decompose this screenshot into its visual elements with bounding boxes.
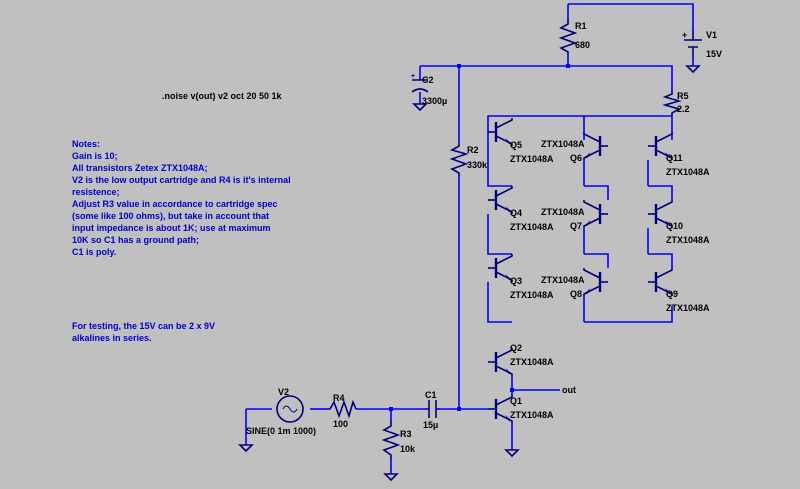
transistor-model: ZTX1048A <box>510 410 554 420</box>
transistor-q7[interactable]: Q7 ZTX1048A <box>541 200 608 231</box>
transistor-name: Q10 <box>666 221 683 231</box>
c2-name: C2 <box>422 75 434 85</box>
r3-name: R3 <box>400 429 412 439</box>
r4-resistor[interactable] <box>326 399 357 419</box>
note-line: 10K so C1 has a ground path; <box>72 235 199 245</box>
notes-block: Notes: Gain is 10; All transistors Zetex Z… <box>72 139 291 257</box>
transistor-model: ZTX1048A <box>666 303 710 313</box>
note-line: C1 is poly. <box>72 247 116 257</box>
r5-value: 2.2 <box>677 104 690 114</box>
r4-value: 100 <box>333 419 348 429</box>
v2-value: SINE(0 1m 1000) <box>246 426 316 436</box>
transistor-name: Q9 <box>666 289 678 299</box>
v2-sine-source[interactable] <box>276 395 304 423</box>
test-note-line: For testing, the 15V can be 2 x 9V <box>72 321 215 331</box>
noise-directive[interactable]: .noise v(out) v2 oct 20 50 1k <box>162 91 283 101</box>
r3-value: 10k <box>400 444 416 454</box>
r1-resistor[interactable] <box>558 18 578 54</box>
note-line: V2 is the low output cartridge and R4 is… <box>72 175 291 185</box>
v1-plus-sign: + <box>682 30 687 40</box>
c1-name: C1 <box>425 390 437 400</box>
note-line: Adjust R3 value in accordance to cartrid… <box>72 199 278 209</box>
note-line: resistence; <box>72 187 120 197</box>
transistor-model: ZTX1048A <box>666 167 710 177</box>
note-line: Notes: <box>72 139 100 149</box>
transistor-model: ZTX1048A <box>510 154 554 164</box>
transistor-model: ZTX1048A <box>510 290 554 300</box>
c2-capacitor[interactable]: + <box>411 73 429 95</box>
out-net-label: out <box>562 385 576 395</box>
v1-battery[interactable]: + <box>682 30 702 58</box>
r2-name: R2 <box>467 145 479 155</box>
transistor-model: ZTX1048A <box>510 357 554 367</box>
transistor-name: Q11 <box>666 153 683 163</box>
ground-symbols <box>238 65 701 482</box>
r2-value: 330k <box>467 160 488 170</box>
transistor-name: Q8 <box>570 289 582 299</box>
r2-resistor[interactable] <box>449 143 469 176</box>
c1-value: 15µ <box>423 420 438 430</box>
r5-resistor[interactable] <box>662 90 682 116</box>
transistor-group: Q1ZTX1048AQ2ZTX1048AQ3ZTX1048AQ4ZTX1048A… <box>488 118 710 423</box>
transistor-model: ZTX1048A <box>666 235 710 245</box>
r4-name: R4 <box>333 393 345 403</box>
r3-resistor[interactable] <box>381 420 401 460</box>
transistor-name: Q2 <box>510 343 522 353</box>
r1-value: 680 <box>575 40 590 50</box>
transistor-q8[interactable]: Q8 ZTX1048A <box>541 268 608 299</box>
test-note-line: alkalines in series. <box>72 333 152 343</box>
transistor-model: ZTX1048A <box>510 222 554 232</box>
v1-name: V1 <box>706 30 717 40</box>
transistor-name: Q3 <box>510 276 522 286</box>
transistor-name: Q1 <box>510 396 522 406</box>
transistor-model: ZTX1048A <box>541 139 585 149</box>
wires <box>245 3 694 474</box>
transistor-model: ZTX1048A <box>541 275 585 285</box>
transistor-name: Q4 <box>510 208 522 218</box>
c2-polarity-mark: + <box>411 73 415 80</box>
c2-value: 3300µ <box>422 96 447 106</box>
v2-name: V2 <box>278 387 289 397</box>
v1-value: 15V <box>706 49 722 59</box>
junctions <box>389 64 570 411</box>
transistor-model: ZTX1048A <box>541 207 585 217</box>
note-line: All transistors Zetex ZTX1048A; <box>72 163 208 173</box>
note-line: (some like 100 ohms), but take in accoun… <box>72 211 269 221</box>
transistor-name: Q5 <box>510 140 522 150</box>
transistor-name: Q6 <box>570 153 582 163</box>
note-line: input impedance is about 1K; use at maxi… <box>72 223 271 233</box>
c1-capacitor[interactable] <box>425 400 440 418</box>
transistor-name: Q7 <box>570 221 582 231</box>
r5-name: R5 <box>677 91 689 101</box>
component-labels: R1 680 V1 15V C2 3300µ R5 2.2 R2 330k V2… <box>246 21 722 454</box>
test-note-block: For testing, the 15V can be 2 x 9V alkali… <box>72 321 215 343</box>
note-line: Gain is 10; <box>72 151 118 161</box>
transistor-q6[interactable]: Q6 ZTX1048A <box>541 132 608 163</box>
r1-name: R1 <box>575 21 587 31</box>
